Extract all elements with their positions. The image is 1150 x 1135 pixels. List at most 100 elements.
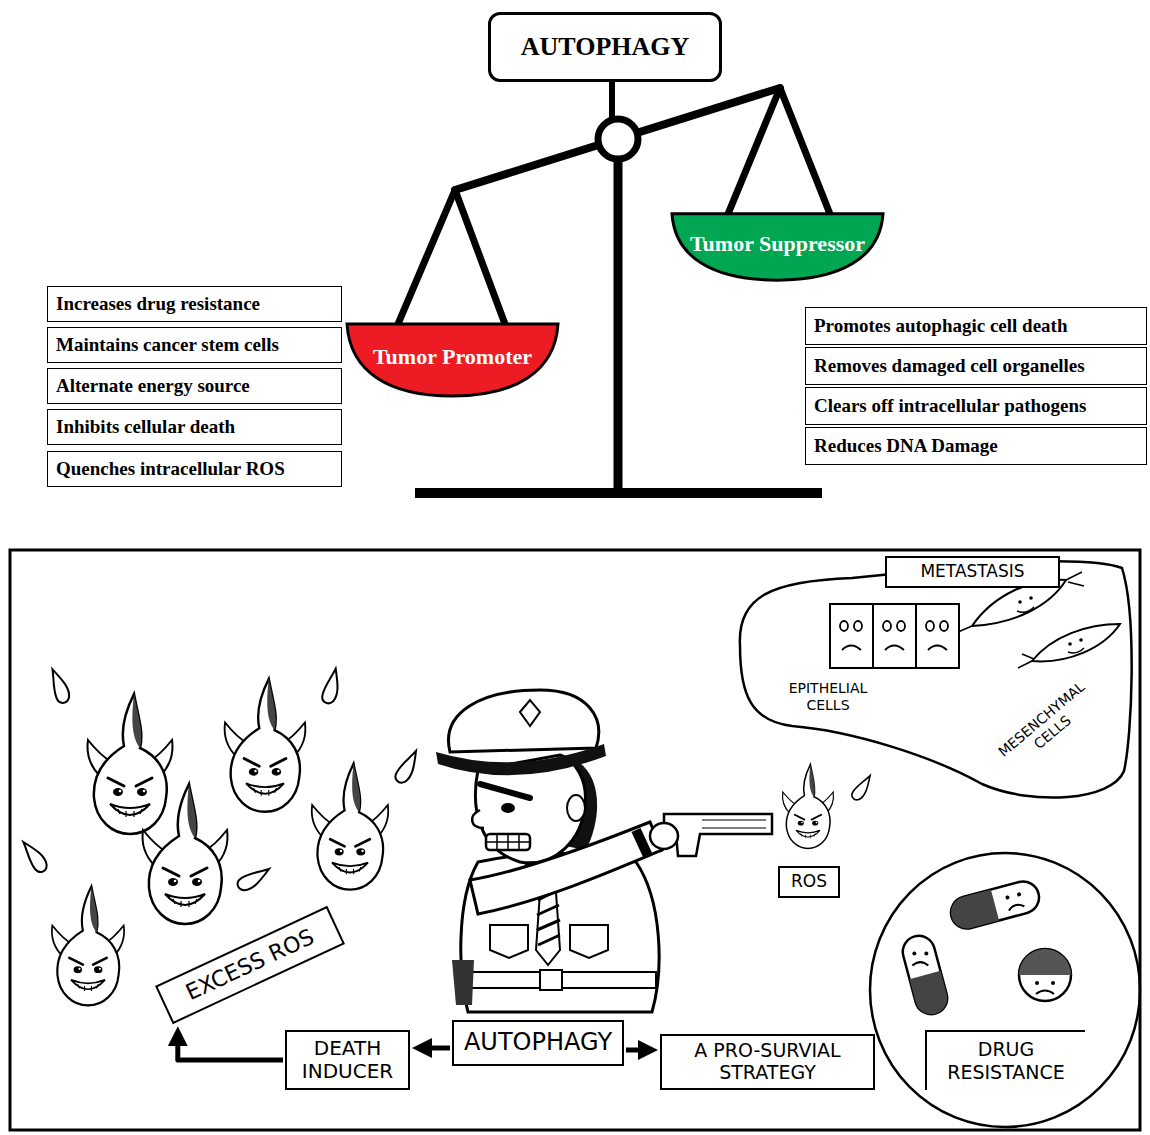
police-officer-part bbox=[501, 803, 515, 813]
node-text: Tumor Promoter bbox=[373, 344, 532, 370]
node-text: EXCESS ROS bbox=[182, 924, 318, 1005]
drug-resistance-box: DRUG RESISTANCE bbox=[925, 1030, 1085, 1090]
metastasis-blob-part bbox=[1018, 654, 1034, 668]
node-text: Inhibits cellular death bbox=[56, 416, 235, 438]
metastasis-blob-part-part bbox=[897, 621, 905, 631]
drug-resistance-circle-part-part bbox=[1019, 949, 1071, 975]
excess-ros-flames-part bbox=[47, 667, 72, 705]
connector-arrow bbox=[420, 1046, 450, 1051]
promoter-item: Increases drug resistance bbox=[47, 286, 342, 322]
drug-resistance-circle-part-part bbox=[1036, 991, 1054, 995]
node-text: A PRO-SURVIAL STRATEGY bbox=[670, 1040, 865, 1084]
drug-resistance-circle-part-part-part bbox=[912, 952, 916, 956]
excess-ros-flames-part bbox=[18, 838, 50, 875]
balance-scale-part bbox=[415, 488, 822, 498]
node-text: DEATH INDUCER bbox=[295, 1037, 400, 1083]
suppressor-pan: Tumor Suppressor bbox=[670, 212, 885, 282]
drug-resistance-circle-part-part bbox=[947, 890, 999, 933]
drug-resistance-circle-part-part bbox=[1005, 895, 1010, 900]
police-officer-part bbox=[664, 814, 772, 856]
excess-ros-flames-part bbox=[88, 694, 173, 834]
metastasis-blob-part-part bbox=[854, 621, 862, 631]
police-officer-part bbox=[702, 820, 766, 828]
excess-ros-flames-part bbox=[393, 748, 423, 786]
police-officer-part bbox=[540, 970, 562, 990]
node-text: ROS bbox=[791, 872, 827, 892]
promoter-item: Maintains cancer stem cells bbox=[47, 327, 342, 363]
balance-scale-part bbox=[609, 82, 615, 119]
drug-resistance-circle-part-part bbox=[1017, 892, 1022, 897]
balance-scale-part bbox=[398, 190, 455, 324]
autophagy-box: AUTOPHAGY bbox=[452, 1020, 624, 1066]
police-officer-part bbox=[650, 823, 678, 849]
promoter-item: Inhibits cellular death bbox=[47, 409, 342, 445]
suppressor-item: Promotes autophagic cell death bbox=[805, 307, 1147, 345]
title-box: AUTOPHAGY bbox=[488, 12, 722, 82]
police-officer-part bbox=[567, 795, 585, 821]
node-text: METASTASIS bbox=[920, 562, 1024, 582]
police-officer-part bbox=[490, 925, 608, 958]
drug-resistance-circle-part bbox=[870, 853, 1140, 1127]
pro-survival-box: A PRO-SURVIAL STRATEGY bbox=[660, 1034, 875, 1090]
excess-ros-box: EXCESS ROS bbox=[155, 906, 345, 1024]
excess-ros-flames-part bbox=[321, 667, 343, 705]
node-text: Reduces DNA Damage bbox=[814, 435, 998, 457]
police-officer-part bbox=[449, 690, 599, 752]
node-text: Increases drug resistance bbox=[56, 293, 260, 315]
drug-resistance-circle-part bbox=[947, 878, 1042, 932]
police-officer-part bbox=[470, 822, 662, 914]
balance-scale-part bbox=[614, 158, 623, 492]
promoter-item: Alternate energy source bbox=[47, 368, 342, 404]
metastasis-blob-part bbox=[1018, 600, 1022, 604]
connector-arrow bbox=[178, 1034, 283, 1060]
balance-scale-part bbox=[728, 88, 780, 214]
excess-ros-flames-part bbox=[312, 764, 389, 890]
metastasis-blob-part-part bbox=[842, 646, 861, 651]
drug-resistance-circle-part-part bbox=[912, 952, 928, 966]
police-officer-part bbox=[472, 810, 484, 828]
node-text: Removes damaged cell organelles bbox=[814, 355, 1085, 377]
drug-resistance-circle-part bbox=[1019, 949, 1071, 1001]
drug-resistance-circle-part bbox=[899, 932, 951, 1018]
connector-arrow bbox=[626, 1048, 650, 1053]
police-officer-part bbox=[452, 960, 474, 1005]
metastasis-blob-part-part bbox=[883, 621, 891, 631]
drug-resistance-circle-part-part bbox=[1035, 981, 1039, 985]
excess-ros-flames-part bbox=[235, 864, 273, 894]
drug-resistance-circle-part-part-part bbox=[924, 952, 928, 956]
suppressor-item: Removes damaged cell organelles bbox=[805, 347, 1147, 385]
node-text: AUTOPHAGY bbox=[464, 1029, 612, 1057]
metastasis-box: METASTASIS bbox=[885, 556, 1060, 588]
metastasis-blob-part bbox=[1032, 624, 1120, 661]
balance-scale-part bbox=[455, 88, 780, 190]
police-officer-part bbox=[636, 830, 648, 856]
death-inducer-box: DEATH INDUCER bbox=[285, 1030, 410, 1090]
metastasis-blob-part-part bbox=[926, 621, 934, 631]
panel-border bbox=[10, 550, 1140, 1130]
node-text: Quenches intracellular ROS bbox=[56, 458, 285, 480]
suppressor-item: Clears off intracellular pathogens bbox=[805, 387, 1147, 425]
balance-scale-part bbox=[598, 119, 638, 159]
node-text: Tumor Suppressor bbox=[690, 231, 865, 257]
pan-shape-part bbox=[347, 324, 558, 396]
target-ros-flame bbox=[783, 764, 876, 848]
metastasis-blob-part bbox=[1068, 642, 1072, 646]
metastasis-blob-part-part bbox=[940, 621, 948, 631]
drug-resistance-circle-part-part bbox=[910, 971, 951, 1018]
drug-resistance-circle-part-part bbox=[1051, 981, 1055, 985]
metastasis-blob-part bbox=[1079, 638, 1083, 642]
excess-ros-flames-part bbox=[143, 784, 228, 924]
police-officer-part bbox=[520, 700, 540, 726]
node-text: Promotes autophagic cell death bbox=[814, 315, 1068, 337]
promoter-item: Quenches intracellular ROS bbox=[47, 451, 342, 487]
metastasis-blob-part bbox=[1068, 648, 1084, 653]
metastasis-blob-part bbox=[1017, 607, 1034, 612]
drug-resistance-circle bbox=[870, 853, 1140, 1127]
node-text: DRUG RESISTANCE bbox=[935, 1038, 1077, 1084]
node-text: EPITHELIAL CELLS bbox=[772, 680, 884, 714]
promoter-pan: Tumor Promoter bbox=[345, 322, 560, 398]
police-officer-part bbox=[486, 834, 530, 850]
drug-resistance-circle-part-part bbox=[1008, 903, 1024, 911]
metastasis-blob-part-part bbox=[840, 621, 848, 631]
metastasis-blob-part bbox=[873, 604, 916, 668]
